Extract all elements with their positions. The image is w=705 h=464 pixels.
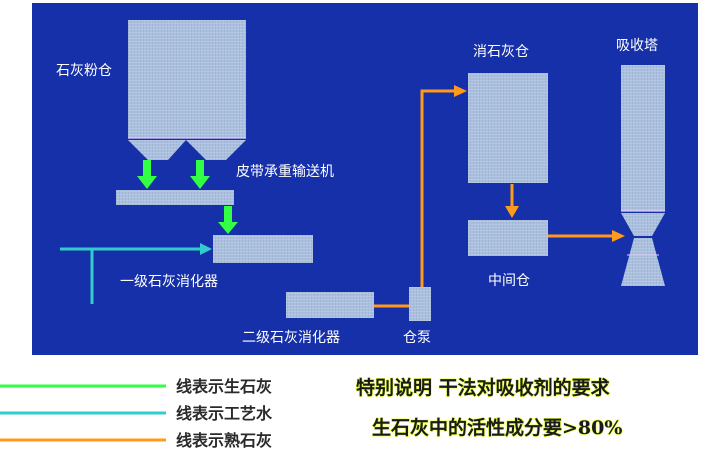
silo-pump (409, 287, 431, 321)
lime-powder-silo (128, 20, 246, 160)
legend-text-process-water: 线表示工艺水 (176, 404, 273, 423)
secondary-slaker (286, 292, 374, 318)
special-note-line1: 特别说明 干法对吸收剂的要求 (356, 376, 611, 399)
legend-text-slaked-lime: 线表示熟石灰 (176, 431, 272, 450)
belt-scale-conveyor-label: 皮带承重输送机 (236, 164, 334, 180)
slaked-lime-flow (374, 89, 614, 308)
slaked-lime-arrowheads (454, 85, 625, 242)
intermediate-silo-label: 中间仓 (488, 273, 530, 289)
primary-slaker-label: 一级石灰消化器 (120, 274, 218, 290)
belt-scale-conveyor (116, 190, 234, 205)
slaked-lime-silo-label: 消石灰仓 (473, 44, 529, 60)
legend-text-quicklime: 线表示生石灰 (176, 377, 272, 396)
quicklime-flow (137, 160, 238, 234)
absorption-tower (621, 65, 665, 286)
secondary-slaker-label: 二级石灰消化器 (242, 330, 340, 346)
legend: 线表示生石灰 线表示工艺水 线表示熟石灰 (0, 377, 273, 450)
process-water-line (60, 243, 212, 304)
intermediate-silo (468, 220, 548, 256)
silo-pump-label: 仓泵 (403, 330, 431, 346)
slaked-lime-silo (468, 73, 548, 183)
absorption-tower-label: 吸收塔 (616, 38, 658, 54)
special-note-line2: 生石灰中的活性成分要>80% (372, 416, 622, 439)
lime-powder-silo-label: 石灰粉仓 (56, 63, 112, 79)
primary-slaker (213, 235, 313, 263)
